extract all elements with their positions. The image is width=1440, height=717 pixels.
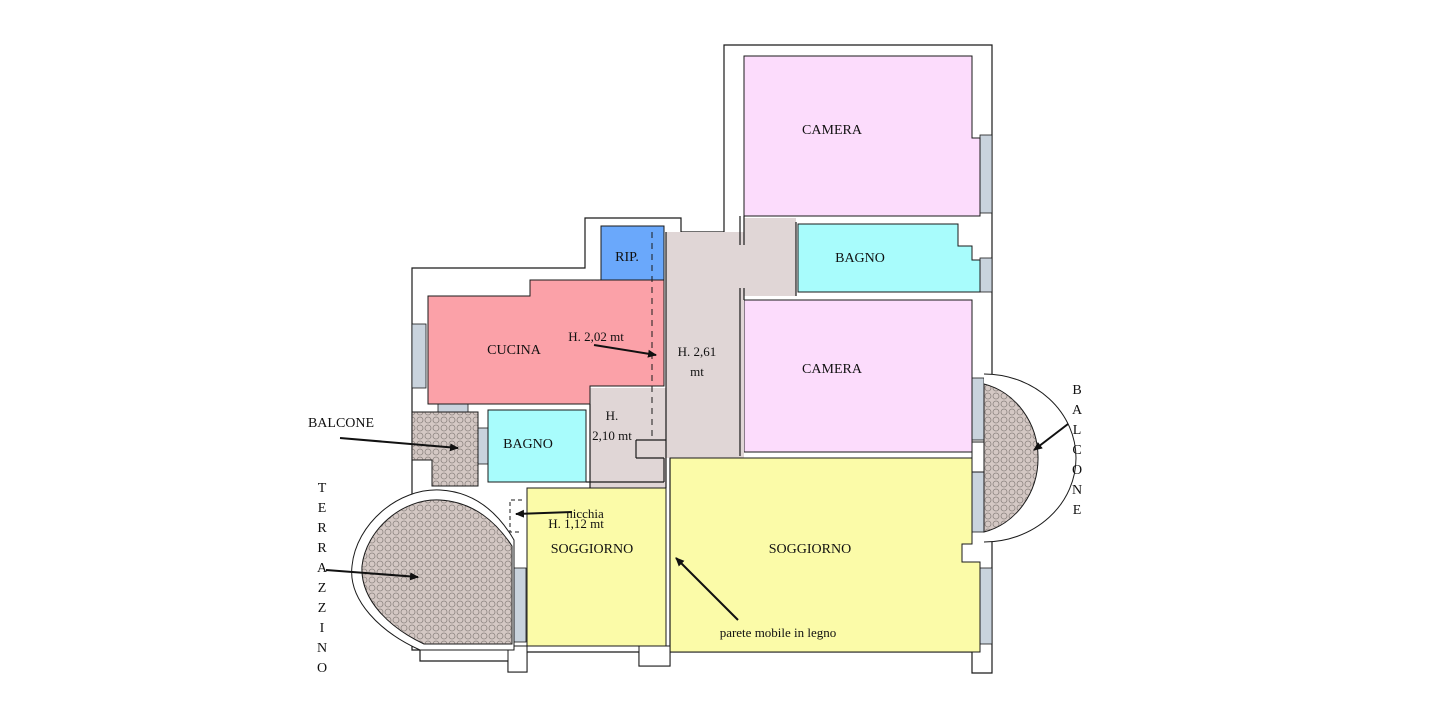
letter: Z [318,581,327,596]
letter: L [1073,423,1082,438]
letter: C [1072,443,1081,458]
arrow-h202 [593,344,657,358]
letter: E [318,501,327,516]
label-bagno-right: BAGNO [835,251,885,266]
letter: A [1072,403,1083,418]
label-bagno-left: BAGNO [503,437,553,452]
label-camera-top: CAMERA [802,123,863,138]
label-terrazzino-vertical: T E R R A Z Z I N O [317,481,328,676]
letter: N [1072,483,1082,498]
camera-top-room [743,55,981,217]
label-nicchia: nicchia [566,506,604,521]
letter: O [317,661,327,676]
corridor-area [666,218,796,458]
soggiorno-large-room [669,457,981,653]
corridor-lower [590,388,666,488]
letter: I [320,621,325,636]
label-cucina: CUCINA [487,343,542,358]
label-balcone-left: BALCONE [308,416,374,431]
nicchia-marker [509,499,522,533]
label-h-210-a: H. [606,408,619,423]
label-camera-mid: CAMERA [802,362,863,377]
arrow-balcone-left [339,437,459,452]
arrow-nicchia [515,509,573,518]
label-parete: parete mobile in legno [720,625,837,640]
letter: E [1073,503,1082,518]
balcone-left-terrace [411,411,479,487]
letter: B [1072,383,1081,398]
arrow-balcone-right [1033,423,1069,451]
label-h-202: H. 2,02 mt [568,329,624,344]
label-h-261-b: mt [690,364,704,379]
label-h-210-b: 2,10 mt [592,428,632,443]
cucina-room [427,279,665,405]
terrazzino-terrace [351,489,515,651]
letter: O [1072,463,1082,478]
label-soggiorno-small: SOGGIORNO [551,542,633,557]
letter: Z [318,601,327,616]
letter: R [317,521,327,536]
label-h-261-a: H. 2,61 [678,344,717,359]
inner-walls [586,216,797,652]
letter: A [317,561,328,576]
label-soggiorno-large: SOGGIORNO [769,542,851,557]
label-rip: RIP. [615,250,639,265]
arrow-terrazzino [325,569,419,581]
bagno-right-room [797,223,981,293]
arrows [325,344,1069,621]
label-h-112: H. 1,12 mt [548,516,604,531]
balcone-right-terrace [983,373,1077,543]
arrow-parete [675,557,739,621]
letter: N [317,641,327,656]
letter: R [317,541,327,556]
letter: T [318,481,327,496]
label-balcone-right-vertical: B A L C O N E [1072,383,1083,518]
